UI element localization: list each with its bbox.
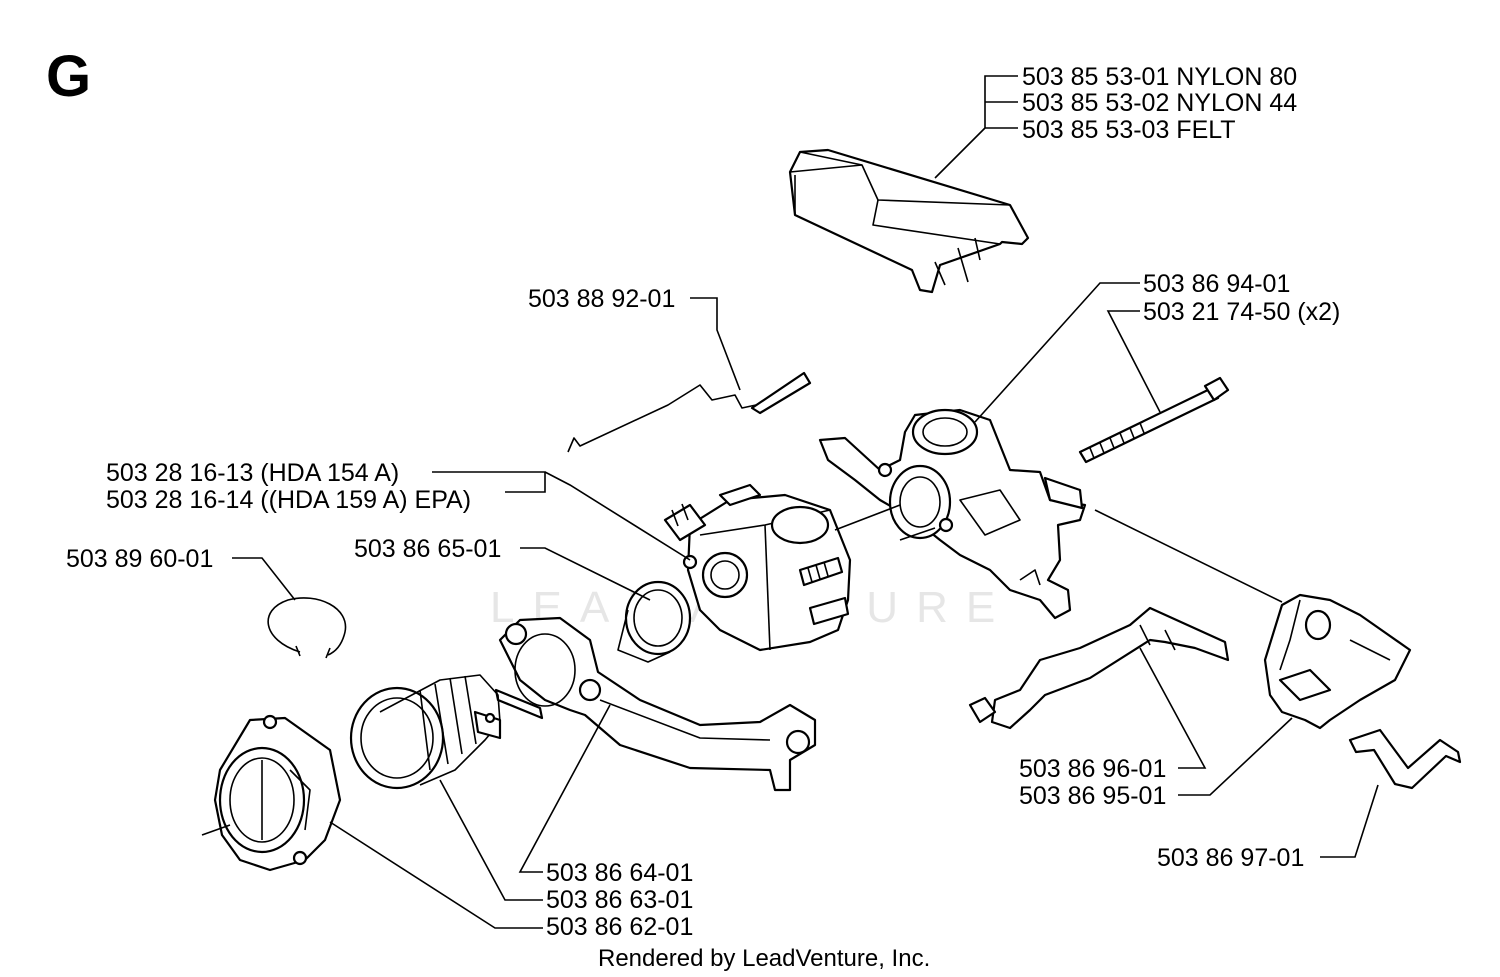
label-air-filter-felt: 503 85 53-03 FELT (1022, 116, 1236, 144)
label-circlip: 503 89 60-01 (66, 545, 213, 573)
spring-part (1348, 728, 1462, 790)
footer-credit: Rendered by LeadVenture, Inc. (598, 945, 930, 972)
carb-bracket-part (818, 408, 1087, 620)
label-carb-159: 503 28 16-14 ((HDA 159 A) EPA) (106, 486, 471, 514)
intake-boot-part (349, 674, 502, 790)
label-air-filter-nylon44: 503 85 53-02 NYLON 44 (1022, 89, 1297, 117)
label-carb-154: 503 28 16-13 (HDA 154 A) (106, 459, 399, 487)
label-air-filter-nylon80: 503 85 53-01 NYLON 80 (1022, 63, 1297, 91)
gasket-ring-part (617, 580, 692, 663)
label-choke-rod: 503 88 92-01 (528, 285, 675, 313)
label-throttle-rod: 503 86 96-01 (1019, 755, 1166, 783)
air-filter-part (788, 148, 1030, 294)
bolt-part (1078, 376, 1230, 464)
throttle-rod-part (968, 606, 1230, 730)
label-adapter-plate: 503 86 62-01 (546, 913, 693, 941)
leader-lines (201, 75, 1379, 929)
label-gasket-ring: 503 86 65-01 (354, 535, 501, 563)
label-carb-bracket: 503 86 94-01 (1143, 270, 1290, 298)
label-intake-boot: 503 86 63-01 (546, 886, 693, 914)
label-throttle-trigger: 503 86 95-01 (1019, 782, 1166, 810)
circlip-part (267, 597, 347, 659)
label-spring: 503 86 97-01 (1157, 844, 1304, 872)
label-flange: 503 86 64-01 (546, 859, 693, 887)
flange-part (494, 616, 817, 792)
carburetor-part (663, 483, 852, 652)
adapter-plate-part (213, 714, 342, 872)
label-bolt: 503 21 74-50 (x2) (1143, 298, 1340, 326)
choke-rod-part (567, 371, 812, 453)
throttle-trigger-part (1263, 593, 1412, 730)
section-letter: G (46, 44, 91, 109)
